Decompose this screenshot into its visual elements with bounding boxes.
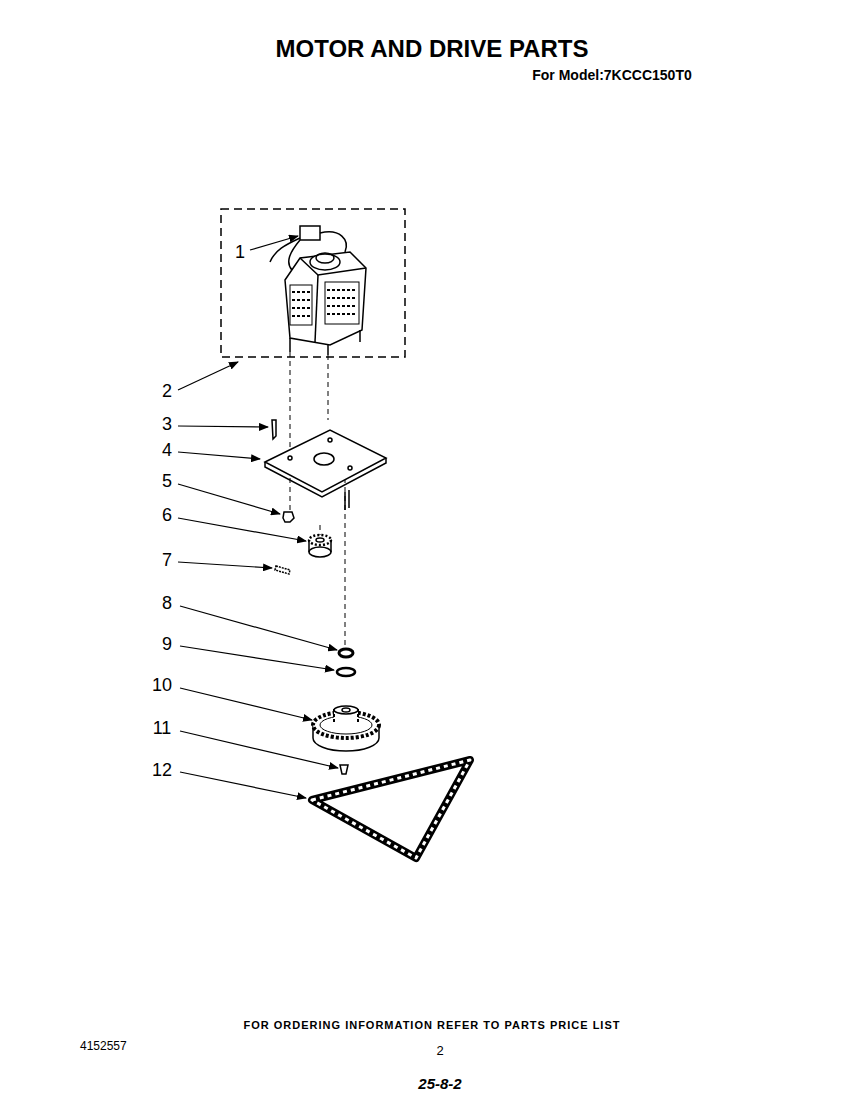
callout-number: 6 [162,506,172,526]
callout-number: 3 [162,415,172,435]
ordering-note: FOR ORDERING INFORMATION REFER TO PARTS … [0,1019,864,1031]
drive-chain [312,760,470,858]
callout-number: 12 [152,761,172,781]
pin [272,420,276,439]
washer [337,668,355,676]
document-number: 4152557 [80,1040,127,1053]
callout-number: 4 [162,441,172,461]
date-note: 25-8-2 [418,1076,461,1093]
terminal-block [270,226,346,270]
large-gear [313,706,379,751]
nut [283,512,294,522]
leader-lines [178,236,338,798]
drive-gear [309,535,331,557]
callout-number: 1 [235,243,245,263]
motor [285,252,366,355]
assembly-outline [221,209,405,357]
callout-number: 7 [162,551,172,571]
callout-number: 2 [162,382,172,402]
callout-number: 10 [152,676,172,696]
setscrew [275,566,290,574]
mounting-plate [265,430,386,510]
retainer [340,765,348,774]
callout-number: 5 [162,472,172,492]
page-number: 2 [436,1044,443,1058]
washer [339,649,353,657]
callout-number: 9 [162,635,172,655]
callout-number: 8 [162,594,172,614]
model-subtitle: For Model:7KCCC150T0 [180,68,864,83]
diagram-title: MOTOR AND DRIVE PARTS [0,36,864,62]
callout-number: 11 [153,719,172,739]
